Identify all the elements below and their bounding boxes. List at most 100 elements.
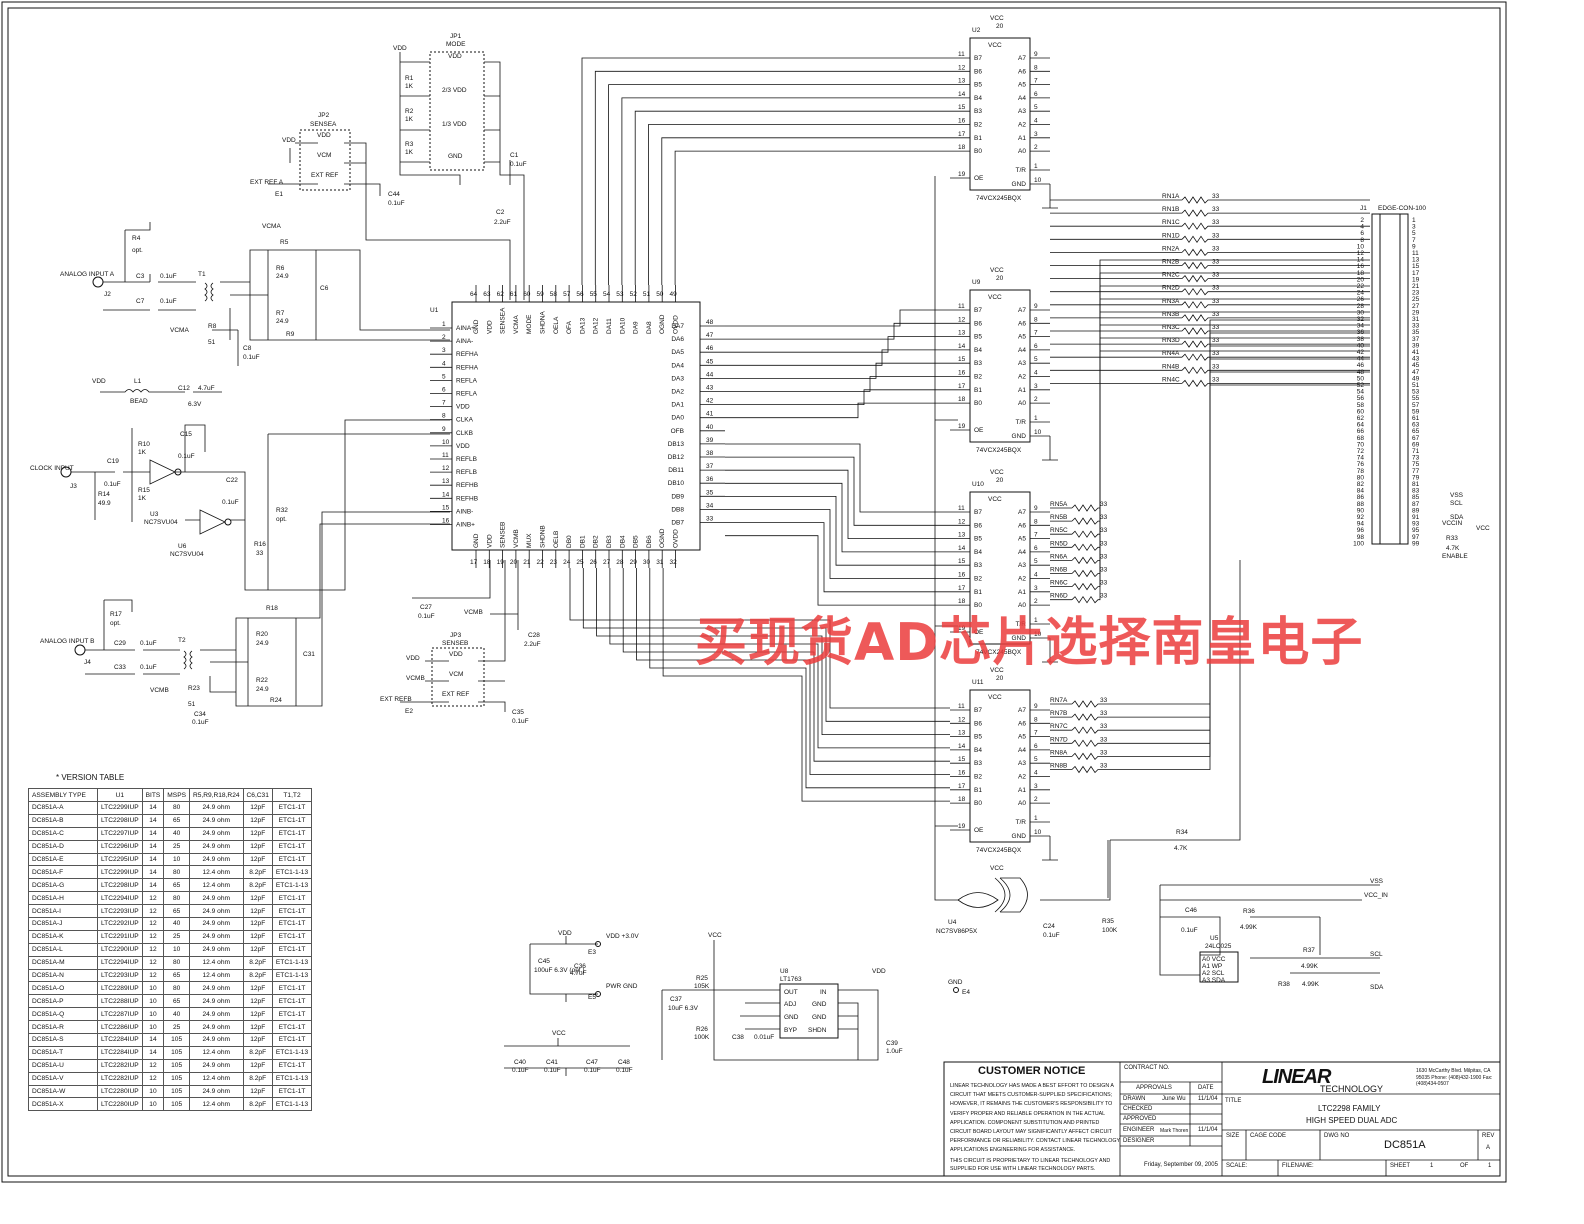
adc-pin-name: SHDNB xyxy=(540,525,547,548)
adc-pin-number: 26 xyxy=(590,559,598,566)
adc-pin-number: 63 xyxy=(483,291,491,298)
buffer-body xyxy=(969,689,1031,843)
version-table-cell: 10 xyxy=(141,994,165,1009)
version-table-cell: 12.4 ohm xyxy=(188,1097,244,1112)
eeprom-scl: SCL xyxy=(1370,951,1383,958)
jp1-name: MODE xyxy=(446,41,466,48)
version-table-cell: DC851A-Q xyxy=(28,1007,98,1022)
rnet-val: 33 xyxy=(1212,193,1220,200)
u4-net xyxy=(934,176,1111,908)
buffer-pin-number: 6 xyxy=(1034,91,1038,98)
t2-coils xyxy=(183,650,193,670)
version-table-cell: 12pF xyxy=(242,826,273,841)
buffer-part: 74VCX245BQX xyxy=(976,649,1022,656)
buffer-pin-name: A6 xyxy=(1018,522,1026,529)
edge-pin-odd: 49 xyxy=(1412,375,1420,382)
customer-notice-body: LINEAR TECHNOLOGY HAS MADE A BEST EFFORT… xyxy=(950,1083,1120,1154)
rnet-ref: RN1B xyxy=(1162,206,1179,213)
buffer-pin-number: 19 xyxy=(958,823,966,830)
net-da-low xyxy=(725,336,950,353)
adc-pin-number: 30 xyxy=(643,559,651,566)
adc-body xyxy=(451,301,701,551)
r1-ref: R1 xyxy=(405,75,414,82)
version-table-cell: 12pF xyxy=(242,1058,273,1073)
approved-label: APPROVED xyxy=(1123,1116,1157,1122)
c12-val: 4.7uF xyxy=(198,385,215,392)
edge-pin-odd: 51 xyxy=(1412,382,1420,389)
version-table-cell: 24.9 ohm xyxy=(188,839,244,854)
version-table-cell: 105 xyxy=(163,1058,190,1073)
buffer-pin-name: A3 xyxy=(1018,360,1026,367)
version-table-cell: 65 xyxy=(163,994,190,1009)
version-table-cell: 8.2pF xyxy=(242,1045,273,1060)
buffer-pin-name: A0 xyxy=(1018,800,1026,807)
buffer-pin-name: B5 xyxy=(974,334,982,341)
adc-pin-name: OELB xyxy=(553,531,560,548)
adc-pin-name: VCMA xyxy=(513,315,520,334)
adc-pin-number: 32 xyxy=(670,559,678,566)
buffer-pin-number: 9 xyxy=(1034,303,1038,310)
version-table-cell: 14 xyxy=(141,1045,165,1060)
adc-pin-name: DB10 xyxy=(668,480,685,487)
rnet-ref: RN6B xyxy=(1050,567,1067,574)
r5-ref: R5 xyxy=(280,239,289,246)
title-line2: HIGH SPEED DUAL ADC xyxy=(1306,1116,1398,1125)
buffer-pin-number: 10 xyxy=(1034,429,1042,436)
adc-pin-number: 38 xyxy=(706,450,714,457)
edge-pin-even: 6 xyxy=(1360,230,1364,237)
r15-ref: R15 xyxy=(138,487,150,494)
edge-pin-odd: 79 xyxy=(1412,474,1420,481)
c33-val: 0.1uF xyxy=(140,664,157,671)
adc-pin-name: DB8 xyxy=(671,506,684,513)
buffer-pin-name: B1 xyxy=(974,387,982,394)
rnet-val: 33 xyxy=(1212,259,1220,266)
buffer-pin-number: 8 xyxy=(1034,716,1038,723)
version-table-cell: 12.4 ohm xyxy=(188,968,244,983)
buffer-pin-name: A4 xyxy=(1018,549,1026,556)
buffer-pin-number: 16 xyxy=(958,770,966,777)
e4-terminal xyxy=(953,987,959,993)
net-db-high xyxy=(725,443,950,513)
edge-pin-odd: 37 xyxy=(1412,336,1420,343)
pwr-gnd-label: PWR GND xyxy=(606,983,638,990)
rnet-ref: RN1D xyxy=(1162,232,1180,239)
version-table-cell: 14 xyxy=(141,813,165,828)
buffer-pin-number: 5 xyxy=(1034,558,1038,565)
jp1-vdd: VDD xyxy=(393,45,407,52)
pwr-vdd-out: VDD +3.0V xyxy=(606,933,639,940)
buffer-pin-name: A2 xyxy=(1018,576,1026,583)
net-da-high xyxy=(648,124,950,285)
buffer-pin-name: A4 xyxy=(1018,95,1026,102)
rnet-val: 33 xyxy=(1100,736,1108,743)
version-table-cell: 25 xyxy=(163,839,190,854)
edge-pin-even: 88 xyxy=(1357,501,1365,508)
edge-pin-odd: 15 xyxy=(1412,263,1420,270)
version-table-cell: 25 xyxy=(163,929,190,944)
version-table-cell: 14 xyxy=(141,852,165,867)
version-table-cell: ETC1-1T xyxy=(271,891,313,906)
jp1-wires xyxy=(399,52,525,300)
senseb-section: JP3 SENSEB VDD VCM EXT REF VDD VCMB EXT … xyxy=(380,560,541,725)
jp1-box xyxy=(429,51,485,171)
buffer-pin-name: B7 xyxy=(974,307,982,314)
adc-pin-name: REFHA xyxy=(456,351,479,358)
version-table-cell: ETC1-1T xyxy=(271,1058,313,1073)
buffer-pin-name: B4 xyxy=(974,747,982,754)
u5-pin-0: A0 VCC xyxy=(1202,956,1226,963)
edge-pin-odd: 75 xyxy=(1412,461,1420,468)
version-table-cell: DC851A-W xyxy=(28,1084,98,1099)
edge-pin-odd: 85 xyxy=(1412,494,1420,501)
t1-ref: T1 xyxy=(198,271,206,278)
input-a-title: ANALOG INPUT A xyxy=(60,271,115,278)
buffer-vcc: VCC xyxy=(990,667,1004,674)
vcmb-net: VCMB xyxy=(464,609,483,616)
rnet-val: 33 xyxy=(1100,763,1108,770)
edge-pin-even: 2 xyxy=(1360,217,1364,224)
jp1-opt-13vdd: 1/3 VDD xyxy=(442,121,467,128)
l1-val: BEAD xyxy=(130,398,148,405)
c48-ref: C48 xyxy=(618,1059,630,1066)
